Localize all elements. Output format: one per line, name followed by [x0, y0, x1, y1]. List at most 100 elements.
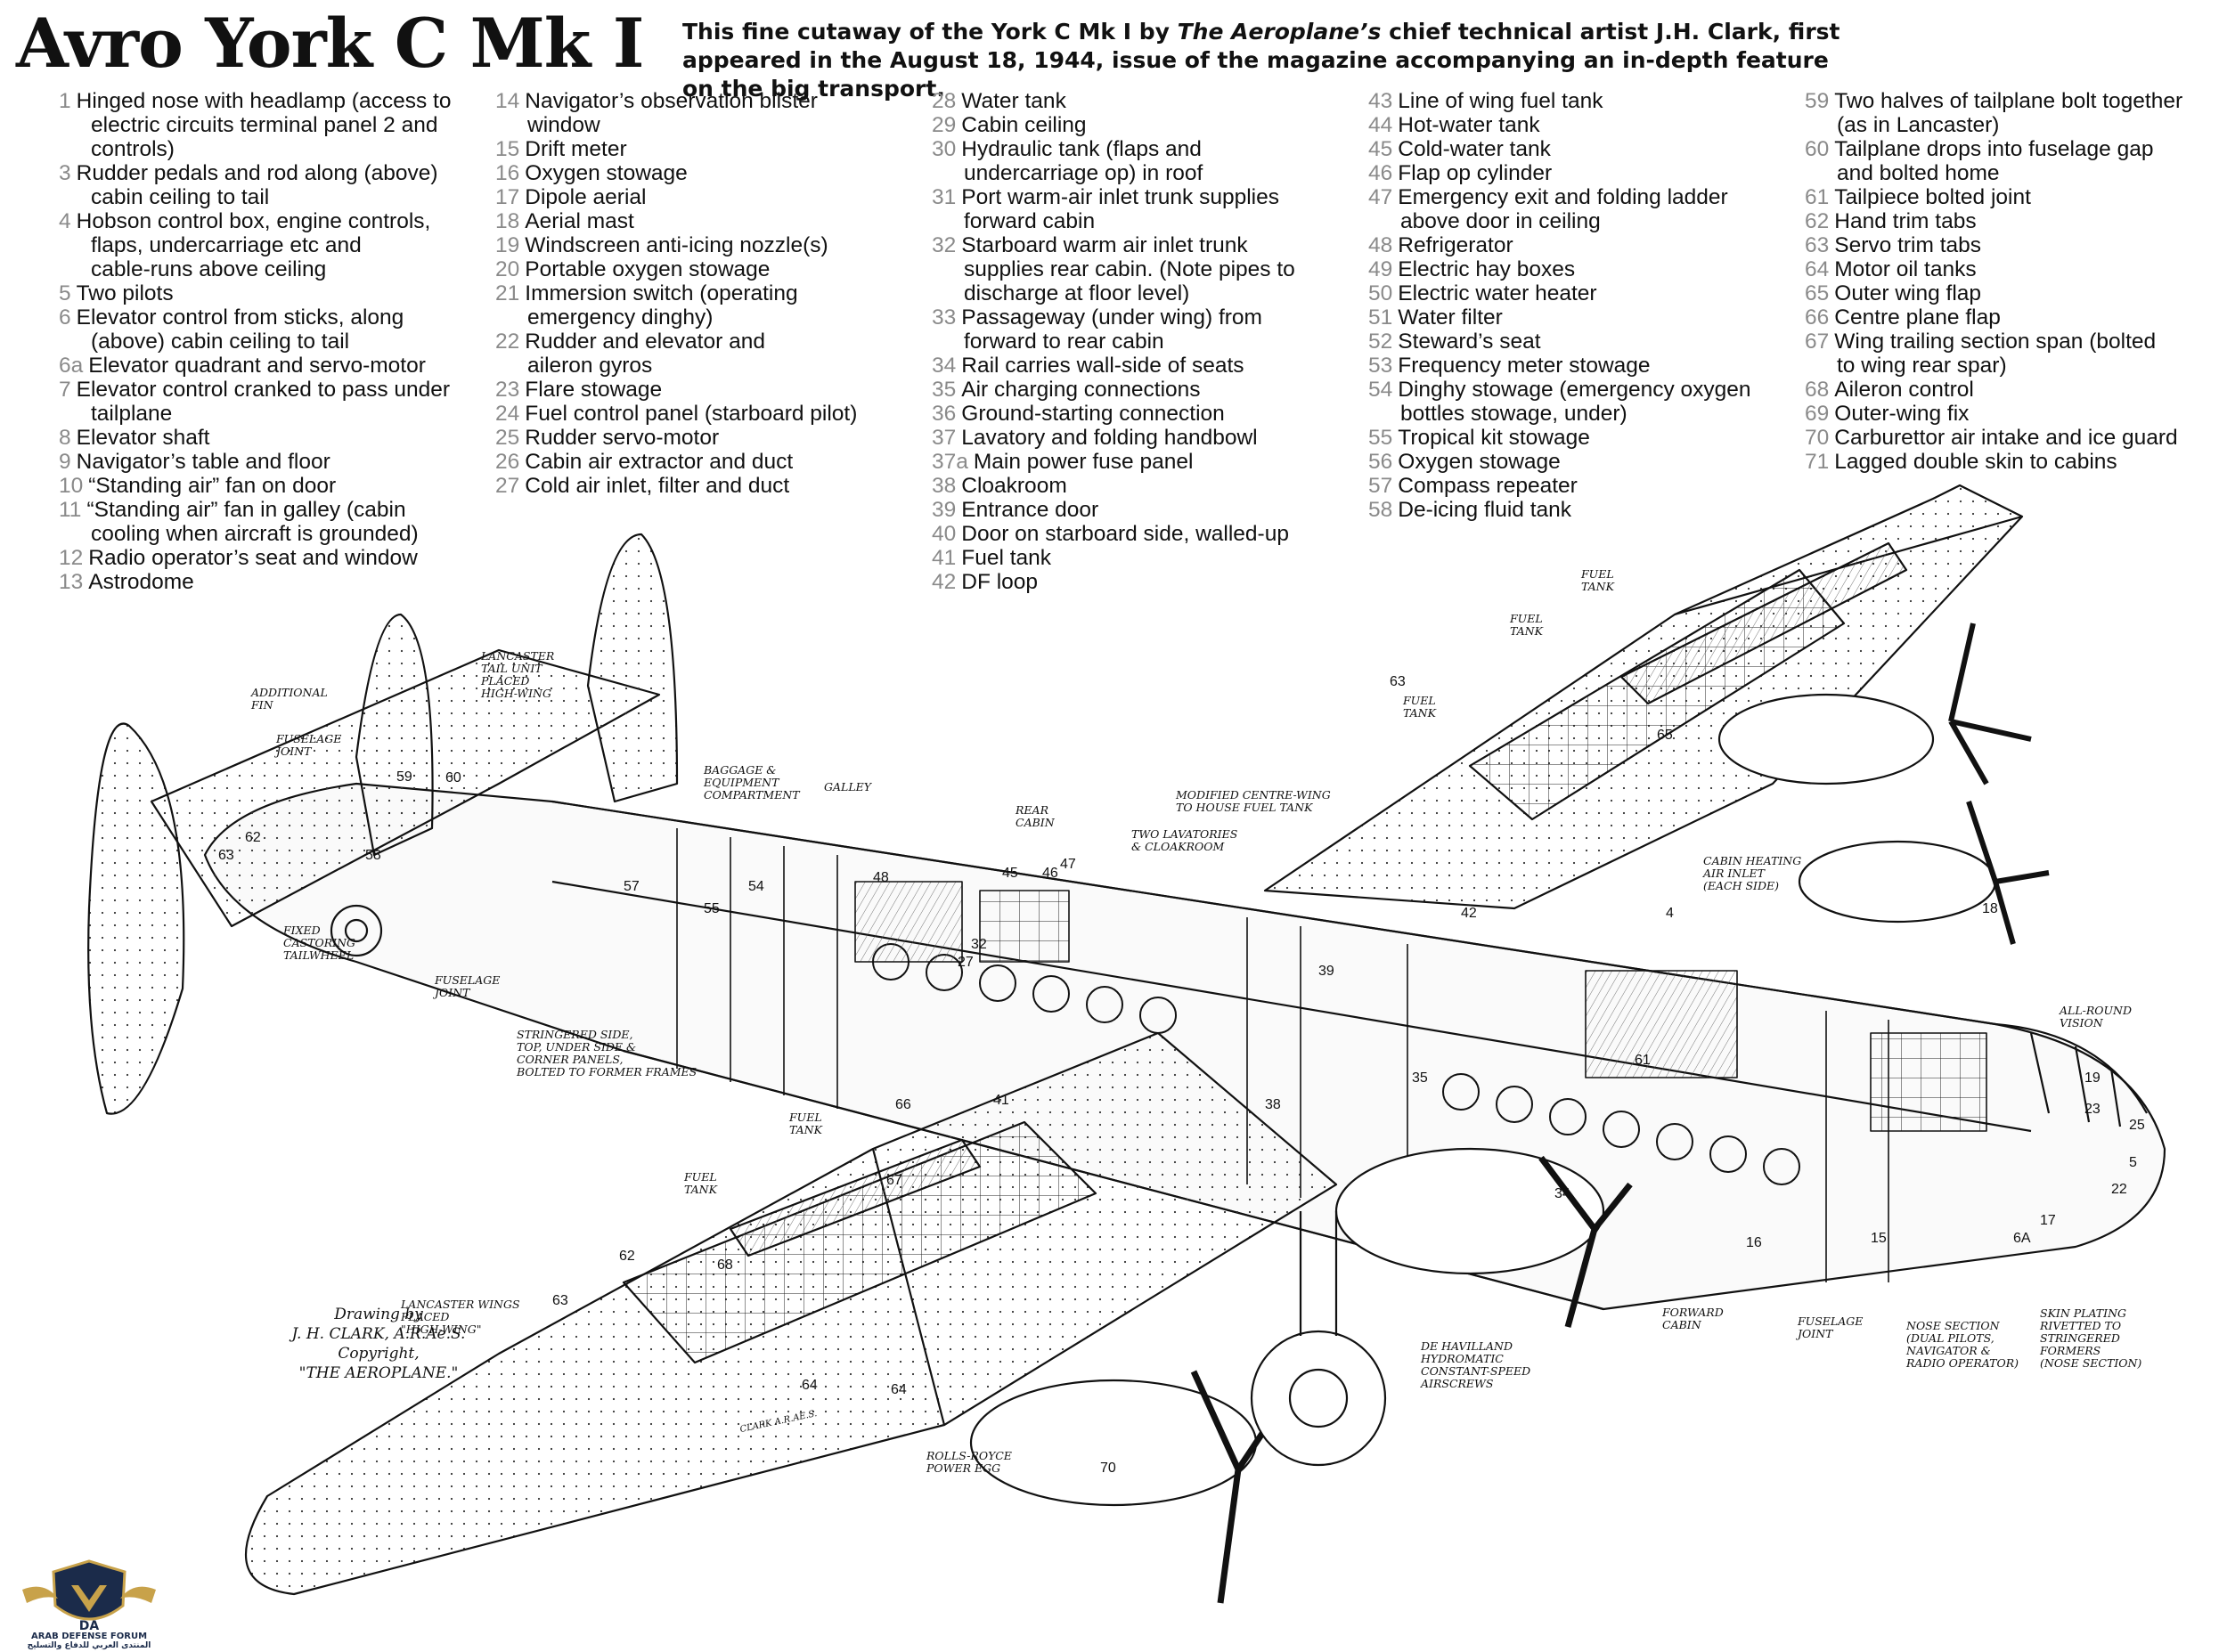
- svg-text:54: 54: [748, 879, 764, 894]
- svg-text:17: 17: [2040, 1213, 2056, 1228]
- legend-item-number: 7: [59, 378, 71, 402]
- legend-item-text: Rudder and elevator and: [525, 330, 765, 354]
- legend-item-number: 64: [1805, 257, 1830, 281]
- engine-nacelle-2: [1798, 840, 1997, 924]
- svg-text:55: 55: [704, 901, 720, 916]
- svg-text:15: 15: [1871, 1231, 1887, 1246]
- svg-text:25: 25: [2129, 1118, 2145, 1133]
- svg-text:32: 32: [971, 937, 987, 952]
- legend-item-text: Fuel control panel (starboard pilot): [525, 402, 858, 426]
- label-fuel-tank-lower-1: FUEL TANK: [789, 1111, 822, 1136]
- legend-item-text: Refrigerator: [1398, 233, 1513, 257]
- svg-text:16: 16: [1746, 1235, 1762, 1250]
- legend-item-number: 33: [932, 305, 957, 330]
- label-forward-cabin: FORWARD CABIN: [1662, 1306, 1724, 1331]
- legend-item-number: 6a: [59, 354, 84, 378]
- legend-item-continuation: cabin ceiling to tail: [91, 185, 270, 209]
- propeller-1: [1948, 623, 2032, 785]
- legend-item-continuation: cable-runs above ceiling: [91, 257, 327, 281]
- label-rear-cabin: REAR CABIN: [1016, 803, 1055, 829]
- legend-item-text: Two pilots: [76, 281, 174, 305]
- svg-text:35: 35: [1412, 1070, 1428, 1086]
- legend-item-text: Astrodome: [88, 570, 194, 594]
- legend-item-number: 36: [932, 402, 957, 426]
- legend-item-text: Door on starboard side, walled-up: [961, 522, 1289, 546]
- legend-item-number: 34: [932, 354, 957, 378]
- label-fuselage-joint-tail: FUSELAGE JOINT: [276, 732, 342, 758]
- legend-item-continuation: cooling when aircraft is grounded): [91, 522, 419, 546]
- legend-item-text: Hydraulic tank (flaps and: [961, 137, 1202, 161]
- legend-item-number: 16: [495, 161, 520, 185]
- legend-item-number: 48: [1368, 233, 1393, 257]
- legend-item-text: Outer-wing fix: [1834, 402, 1970, 426]
- legend-item-continuation: bottles stowage, under): [1400, 402, 1627, 426]
- main-wheel: [1250, 1330, 1387, 1467]
- label-stringered-side: STRINGERED SIDE, TOP, UNDER SIDE & CORNE…: [517, 1028, 697, 1078]
- label-all-round-vision: ALL-ROUND VISION: [2060, 1004, 2133, 1029]
- legend-item-number: 37a: [932, 450, 968, 474]
- legend-item-text: Rudder pedals and rod along (above): [76, 161, 438, 185]
- legend-item-number: 55: [1368, 426, 1393, 450]
- legend-item-text: Lagged double skin to cabins: [1834, 450, 2117, 474]
- legend-item-continuation: to wing rear spar): [1837, 354, 2007, 378]
- svg-text:70: 70: [1100, 1461, 1116, 1476]
- legend-item-number: 40: [932, 522, 957, 546]
- svg-text:6A: 6A: [2013, 1231, 2031, 1246]
- legend-item-text: Outer wing flap: [1834, 281, 1982, 305]
- legend-item-number: 58: [1368, 498, 1393, 522]
- legend-item-text: Navigator’s observation blister: [525, 89, 818, 113]
- legend-item-number: 65: [1805, 281, 1830, 305]
- legend-item-text: Dipole aerial: [525, 185, 647, 209]
- label-nose-section: NOSE SECTION (DUAL PILOTS, NAVIGATOR & R…: [1906, 1319, 2019, 1370]
- label-two-lavatories: TWO LAVATORIES & CLOAKROOM: [1131, 827, 1238, 853]
- legend-item-text: Rudder servo-motor: [525, 426, 720, 450]
- svg-text:58: 58: [365, 848, 381, 863]
- legend-item-text: Drift meter: [525, 137, 627, 161]
- legend-item-text: Hot-water tank: [1398, 113, 1540, 137]
- propeller-2: [1966, 801, 2050, 945]
- legend-item-text: Water tank: [961, 89, 1066, 113]
- legend-item-number: 23: [495, 378, 520, 402]
- legend-item-number: 30: [932, 137, 957, 161]
- legend-item-number: 9: [59, 450, 71, 474]
- legend-item-number: 21: [495, 281, 520, 305]
- logo-line-2: المنتدى العربي للدفاع والتسليح: [27, 1641, 151, 1650]
- arab-defense-forum-logo: DA: [22, 1559, 156, 1633]
- legend-item-number: 14: [495, 89, 520, 113]
- legend-item-text: Immersion switch (operating: [525, 281, 798, 305]
- legend-item-text: Compass repeater: [1398, 474, 1578, 498]
- label-fuel-tank-upper-3: FUEL TANK: [1403, 694, 1436, 720]
- legend-item-number: 47: [1368, 185, 1393, 209]
- intro-text-start: This fine cutaway of the York C Mk I by: [682, 19, 1178, 45]
- legend-item-number: 27: [495, 474, 520, 498]
- legend-item-number: 19: [495, 233, 520, 257]
- svg-text:48: 48: [873, 870, 889, 885]
- legend-item-number: 68: [1805, 378, 1830, 402]
- legend-item-continuation: tailplane: [91, 402, 173, 426]
